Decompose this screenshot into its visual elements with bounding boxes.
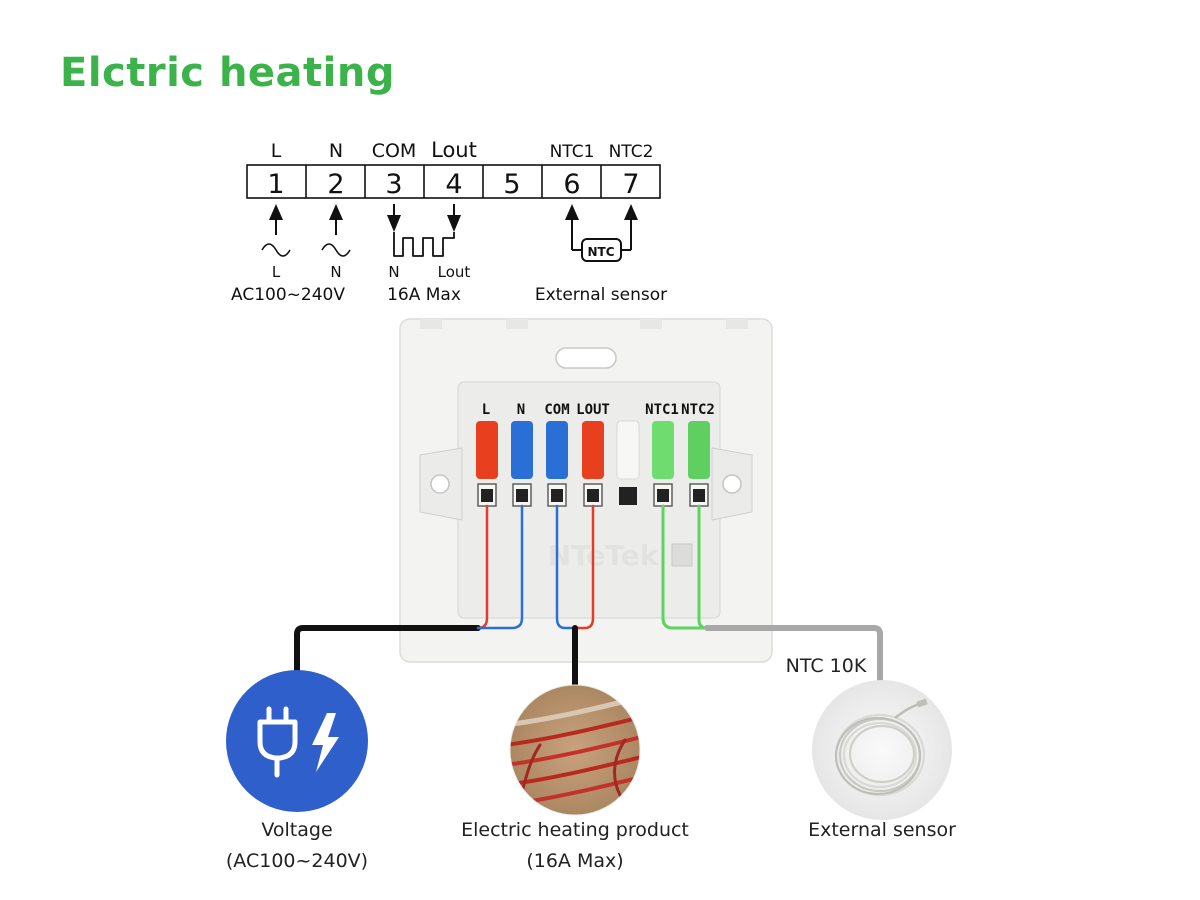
heating-caption-line2: (16A Max)	[526, 850, 624, 872]
wire-power-black	[294, 625, 481, 708]
voltage-caption: Voltage (AC100~240V)	[187, 815, 407, 877]
wire-com-blue	[555, 504, 577, 630]
power-l-label: L	[272, 263, 281, 281]
terminal-5: 5	[503, 169, 520, 200]
coiled-sensor-cable-photo	[812, 680, 952, 820]
schematic-label-n: N	[329, 140, 343, 162]
device-label-ntc1: NTC1	[645, 402, 679, 418]
brand-watermark: NTeTek	[548, 539, 660, 572]
terminal-3: 3	[385, 169, 402, 200]
device-label-n: N	[517, 402, 525, 418]
schematic-label-lout: Lout	[431, 138, 477, 162]
heating-element-icon	[393, 232, 455, 257]
terminal-lever-ntc1[interactable]	[652, 421, 674, 479]
arrow-up-l-icon	[269, 204, 283, 235]
voltage-caption-line1: Voltage	[261, 819, 333, 841]
load-lout-label: Lout	[438, 263, 471, 281]
device-label-l: L	[482, 402, 490, 418]
schematic-label-ntc1: NTC1	[550, 142, 595, 162]
power-n-label: N	[330, 263, 341, 281]
ntc-sensor-icon	[581, 238, 622, 262]
terminal-2: 2	[327, 169, 344, 200]
heating-caption: Electric heating product (16A Max)	[425, 815, 725, 877]
schematic-label-l: L	[271, 140, 282, 162]
power-caption: AC100~240V	[231, 285, 345, 305]
load-caption: 16A Max	[387, 285, 461, 305]
terminal-7: 7	[622, 169, 639, 200]
device-label-lout: LOUT	[576, 402, 610, 418]
terminal-block: 1 2 3 4 5 6 7	[246, 164, 661, 200]
arrow-down-com-icon	[387, 204, 401, 232]
screw-hole-right	[722, 474, 742, 494]
device-label-ntc2: NTC2	[681, 402, 715, 418]
terminal-lever-com[interactable]	[546, 421, 568, 479]
ntc-wire-label: NTC 10K	[786, 655, 867, 677]
terminal-1: 1	[267, 169, 284, 200]
ac-wave-icon	[321, 243, 351, 257]
terminal-lever-n[interactable]	[511, 421, 533, 479]
arrow-down-lout-icon	[447, 204, 461, 232]
mounting-slot	[555, 347, 617, 369]
schematic: L N COM Lout NTC1 NTC2 1 2 3 4 5 6 7	[231, 138, 667, 305]
heating-caption-line1: Electric heating product	[461, 819, 689, 841]
sensor-caption-bottom: External sensor	[772, 815, 992, 846]
arrow-up-n-icon	[329, 204, 343, 235]
power-plug-lightning-icon	[226, 670, 368, 812]
terminal-6: 6	[563, 169, 580, 200]
terminal-lever-lout[interactable]	[582, 421, 604, 479]
terminal-4: 4	[445, 169, 462, 200]
page-title: Elctric heating	[60, 50, 395, 96]
wire-ntc1-green	[661, 504, 707, 630]
ntc-sensor-label: NTC	[587, 245, 614, 259]
load-n-label: N	[388, 263, 399, 281]
wire-sensor-gray	[704, 625, 883, 689]
thermostat-back-plate: NTeTek L N COM LOUT NTC1 NTC2	[399, 318, 773, 663]
wires	[294, 504, 883, 708]
screw-hole-left	[430, 474, 450, 494]
sensor-caption: External sensor	[535, 285, 667, 305]
schematic-label-ntc2: NTC2	[609, 142, 654, 162]
sensor-caption-line1: External sensor	[808, 819, 956, 841]
arrow-up-ntc2-icon	[624, 204, 638, 250]
ac-wave-icon	[261, 243, 291, 257]
schematic-label-com: COM	[372, 140, 417, 162]
terminal-lever-l[interactable]	[476, 421, 498, 479]
wire-n-blue	[476, 504, 524, 630]
arrow-up-ntc1-icon	[565, 204, 579, 250]
terminal-lever-empty	[616, 420, 640, 480]
device-label-com: COM	[544, 402, 569, 418]
floor-heating-cable-photo	[509, 684, 641, 816]
voltage-caption-line2: (AC100~240V)	[225, 850, 369, 872]
terminal-lever-ntc2[interactable]	[688, 421, 710, 479]
wire-lout-red	[573, 504, 595, 630]
